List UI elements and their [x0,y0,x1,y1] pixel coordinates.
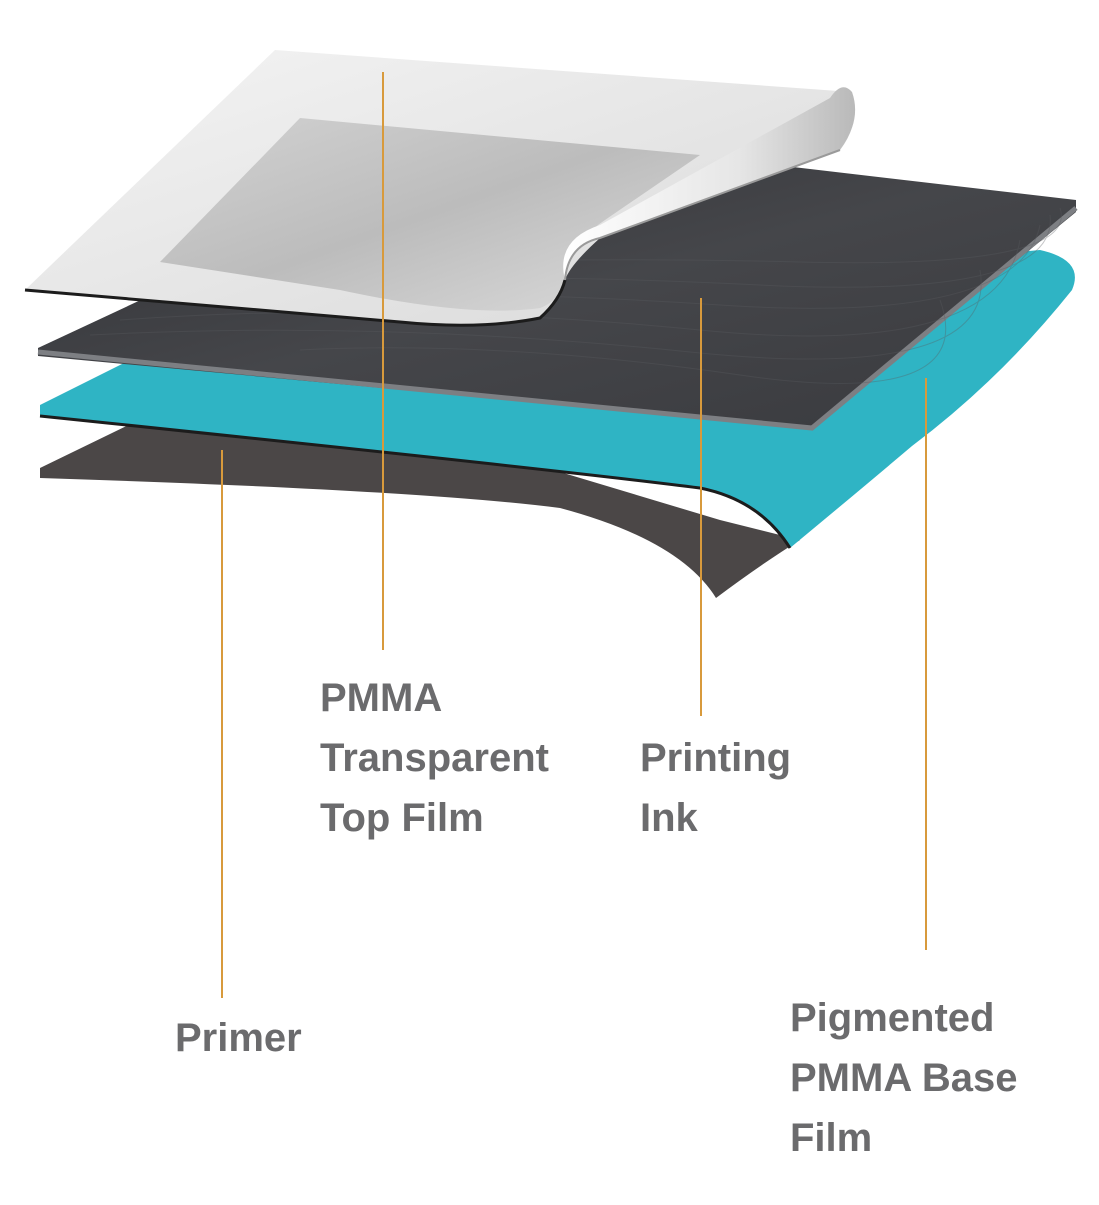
printing-ink-leader-line [700,298,702,716]
top-film-leader-line [382,72,384,650]
primer-label: Primer [175,1016,302,1060]
base-film-label: Pigmented PMMA Base Film [790,996,1018,1160]
primer-layer [40,400,800,598]
top-film-curl [563,87,856,280]
printing-ink-label: Printing Ink [640,736,792,840]
top-film-label: PMMA Transparent Top Film [320,676,549,840]
primer-leader-line [221,450,223,998]
base-film-leader-line [925,378,927,950]
